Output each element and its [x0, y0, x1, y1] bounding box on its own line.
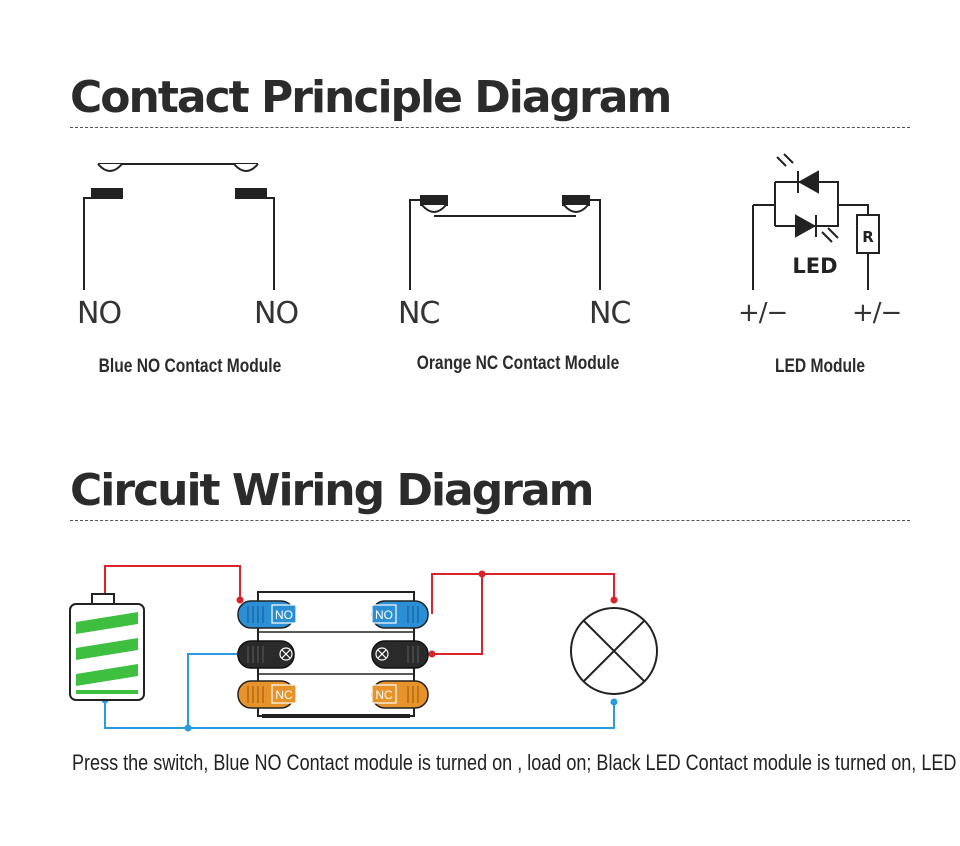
contact-title-divider	[70, 127, 910, 128]
circuit-wiring-title: Circuit Wiring Diagram	[70, 465, 594, 516]
resistor-text: R	[862, 228, 874, 246]
wiring-title-divider	[70, 520, 910, 521]
lamp-icon	[570, 607, 658, 695]
blue-tag-left: NO	[275, 608, 293, 622]
switch-block	[237, 591, 429, 718]
black-led-tag-right	[375, 647, 389, 661]
nc-module-label: Orange NC Contact Module	[416, 353, 620, 374]
red-wire-switch-to-lamp	[431, 573, 615, 614]
no-contact-right-pad	[235, 188, 267, 199]
black-terminal-right	[371, 640, 429, 669]
led-left-terminal-label: +/−	[738, 298, 788, 328]
blue-wire-return	[104, 700, 615, 729]
red-wires	[104, 565, 615, 655]
led-module-symbol	[752, 153, 880, 290]
nc-right-terminal-label: NC	[589, 296, 631, 331]
blue-wire-to-led-terminal	[187, 653, 240, 728]
no-module-label: Blue NO Contact Module	[98, 356, 282, 377]
blue-wires	[104, 653, 615, 729]
led-module-label: LED Module	[774, 356, 866, 377]
no-contact-left-dome	[97, 163, 123, 172]
led-text: LED	[792, 254, 837, 278]
no-contact-symbol	[83, 163, 275, 290]
battery-icon	[69, 593, 145, 701]
nc-contact-left-pad	[420, 195, 448, 206]
no-right-terminal-label: NO	[254, 296, 299, 331]
red-wire-to-led-terminal	[432, 574, 483, 655]
contact-principle-title: Contact Principle Diagram	[70, 72, 672, 123]
nc-contact-symbol	[409, 195, 601, 290]
black-led-tag-left	[279, 647, 293, 661]
led-lower-diode-icon	[795, 214, 817, 238]
no-contact-left-pad	[91, 188, 123, 199]
led-right-terminal-label: +/−	[852, 298, 902, 328]
black-terminal-left	[237, 640, 295, 669]
orange-tag-right: NC	[375, 688, 393, 702]
orange-tag-left: NC	[275, 688, 293, 702]
red-wire-battery-to-switch	[104, 565, 241, 600]
nc-contact-right-pad	[562, 195, 590, 206]
blue-tag-right: NO	[375, 608, 393, 622]
led-upper-diode-icon	[797, 170, 819, 194]
no-contact-right-dome	[233, 163, 259, 172]
nc-left-terminal-label: NC	[398, 296, 440, 331]
no-left-terminal-label: NO	[77, 296, 122, 331]
wiring-caption: Press the switch, Blue NO Contact module…	[72, 750, 960, 775]
